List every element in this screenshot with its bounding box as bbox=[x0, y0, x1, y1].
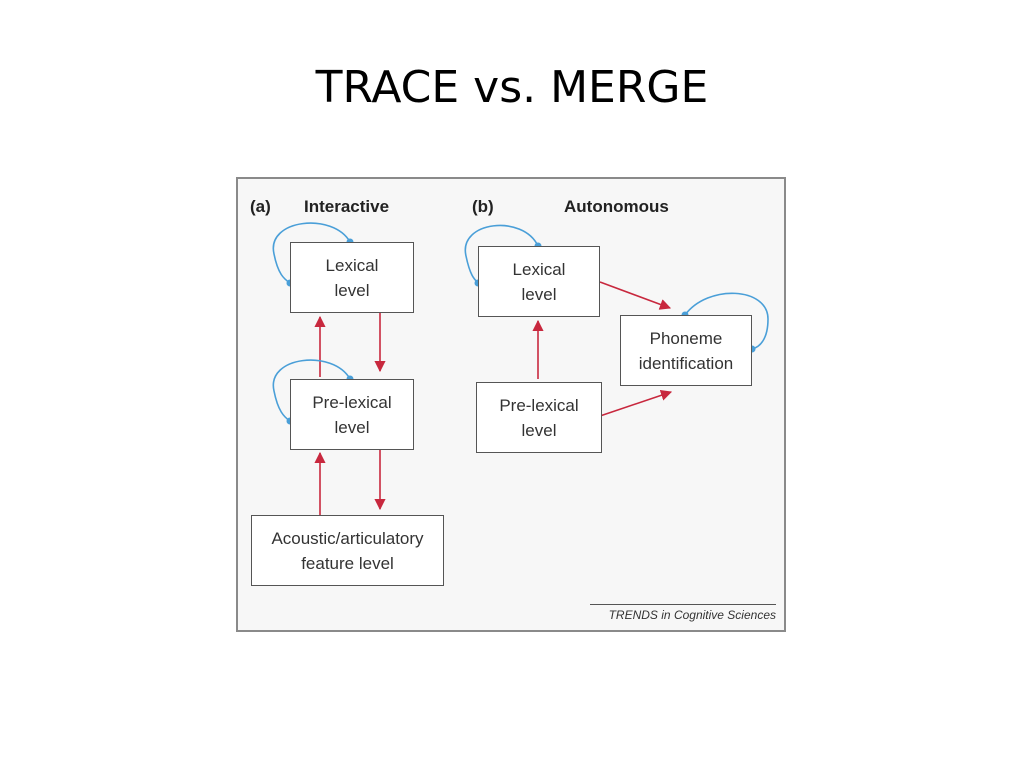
panel-b-phoneme-line2: identification bbox=[638, 353, 734, 373]
panel-a-lexical-box: Lexical level bbox=[290, 242, 414, 313]
panel-b-lexical-line2: level bbox=[521, 284, 557, 304]
panel-b-title: Autonomous bbox=[564, 197, 669, 216]
panel-a-feature-line2: feature level bbox=[301, 553, 394, 573]
panel-a-prelexical-box: Pre-lexical level bbox=[290, 379, 414, 450]
panel-a-feature-box: Acoustic/articulatory feature level bbox=[251, 515, 444, 586]
panel-b-prelexical-line1: Pre-lexical bbox=[499, 395, 579, 415]
loop-b-phoneme bbox=[684, 292, 769, 350]
panel-a-lexical-line1: Lexical bbox=[325, 255, 379, 275]
slide-title: TRACE vs. MERGE bbox=[315, 62, 709, 113]
panel-b-prelexical-box: Pre-lexical level bbox=[476, 382, 602, 453]
panel-a-prelexical-line1: Pre-lexical bbox=[312, 392, 392, 412]
diagram-figure: (a) Interactive Lexical level Pre-lexica… bbox=[236, 177, 786, 632]
panel-b-phoneme-box: Phoneme identification bbox=[620, 315, 752, 386]
panel-b-lexical-box: Lexical level bbox=[478, 246, 600, 317]
loop-b-lexical bbox=[464, 224, 539, 284]
panel-b-lexical-line1: Lexical bbox=[512, 259, 566, 279]
panel-b-prelexical-line2: level bbox=[521, 420, 557, 440]
panel-a-feature-line1: Acoustic/articulatory bbox=[271, 528, 424, 548]
panel-a-title: Interactive bbox=[304, 197, 390, 216]
panel-a-lexical-line2: level bbox=[334, 280, 370, 300]
panel-a-prelexical-line2: level bbox=[334, 417, 370, 437]
panel-b-label: (b) bbox=[472, 197, 494, 216]
panel-b-phoneme-line1: Phoneme bbox=[649, 328, 723, 348]
arrow-b-lexical-to-phoneme bbox=[599, 281, 672, 310]
loop-a-lexical bbox=[272, 222, 351, 284]
arrow-b-prelexical-to-phoneme bbox=[599, 389, 673, 417]
figure-credit: TRENDS in Cognitive Sciences bbox=[590, 604, 776, 622]
loop-a-prelexical bbox=[272, 359, 351, 422]
panel-a-label: (a) bbox=[250, 197, 271, 216]
